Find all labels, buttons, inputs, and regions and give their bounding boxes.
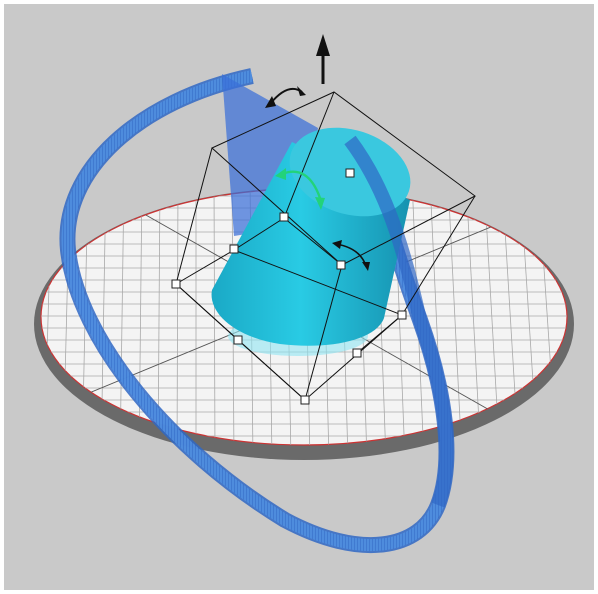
scale-handle-icon[interactable] bbox=[398, 311, 406, 319]
scale-handle-icon[interactable] bbox=[234, 336, 242, 344]
scale-handle-icon[interactable] bbox=[280, 213, 288, 221]
rotate-arrow-icon[interactable] bbox=[265, 86, 306, 108]
scale-handle-icon[interactable] bbox=[337, 261, 345, 269]
scale-handle-icon[interactable] bbox=[172, 280, 180, 288]
scale-handle-icon[interactable] bbox=[346, 169, 354, 177]
scale-handle-icon[interactable] bbox=[301, 396, 309, 404]
scale-handle-icon[interactable] bbox=[230, 245, 238, 253]
scale-handle-icon[interactable] bbox=[353, 349, 361, 357]
move-up-arrow-icon[interactable] bbox=[316, 34, 330, 84]
3d-viewport[interactable] bbox=[4, 4, 594, 590]
